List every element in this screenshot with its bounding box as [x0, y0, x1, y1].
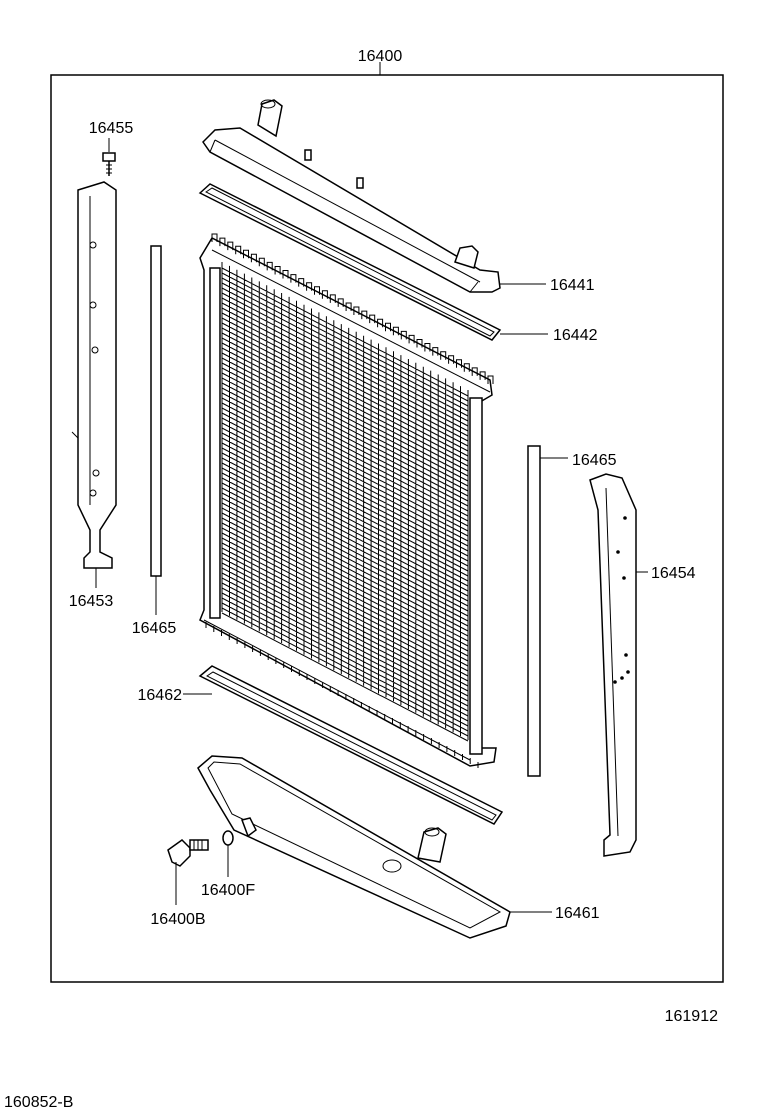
- label-16462: 16462: [138, 687, 183, 704]
- upper-tank: [202, 99, 501, 293]
- label-16453: 16453: [69, 593, 114, 610]
- label-16455: 16455: [89, 120, 134, 137]
- label-16400F: 16400F: [201, 882, 255, 899]
- o-ring: [222, 830, 234, 846]
- label-16461: 16461: [555, 905, 600, 922]
- upper-gasket: [198, 183, 502, 341]
- left-seal-strip: [150, 245, 162, 577]
- label-16465-right: 16465: [572, 452, 617, 469]
- ref-code: 161912: [665, 1008, 718, 1025]
- lower-tank: [197, 755, 511, 939]
- label-16465-left: 16465: [132, 620, 177, 637]
- right-seal-strip: [527, 445, 541, 777]
- label-16400: 16400: [358, 48, 403, 65]
- left-support-bracket: [71, 181, 117, 569]
- doc-code: 160852-B: [4, 1094, 73, 1111]
- bolt-16455: [102, 152, 116, 176]
- drain-cock: [167, 839, 209, 867]
- label-16400B: 16400B: [150, 911, 205, 928]
- right-support-bracket: [589, 473, 637, 857]
- radiator-core: [199, 233, 497, 768]
- label-16441: 16441: [550, 277, 595, 294]
- label-16442: 16442: [553, 327, 598, 344]
- label-16454: 16454: [651, 565, 696, 582]
- lower-gasket: [198, 665, 504, 825]
- assembly-frame: [50, 74, 724, 983]
